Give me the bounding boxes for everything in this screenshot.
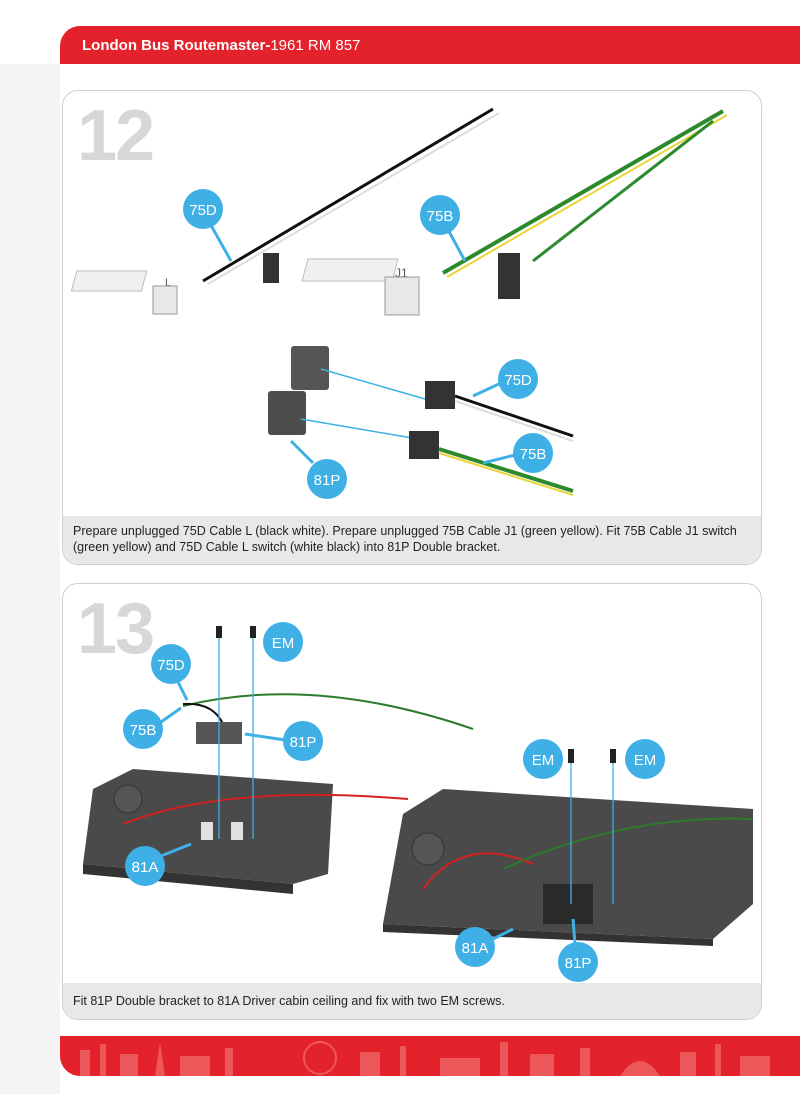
svg-text:75B: 75B xyxy=(520,446,547,463)
callout-81p-left: 81P xyxy=(245,721,323,761)
svg-text:75D: 75D xyxy=(189,202,217,219)
step-13-illustration: EM 75D 75B 81P 81A EM EM xyxy=(63,584,762,984)
callout-em-a: EM xyxy=(263,622,303,662)
svg-text:75D: 75D xyxy=(157,657,185,674)
svg-text:75B: 75B xyxy=(427,208,454,225)
page-margin xyxy=(0,64,60,1094)
callout-81p: 81P xyxy=(291,441,347,499)
svg-text:81A: 81A xyxy=(462,940,489,957)
callout-81a-right: 81A xyxy=(455,927,513,967)
london-skyline-icon xyxy=(60,1036,800,1076)
svg-text:EM: EM xyxy=(272,635,295,652)
callout-75d-mid: 75D xyxy=(473,359,538,399)
callout-75d: 75D xyxy=(151,644,191,700)
header-bar: London Bus Routemaster- 1961 RM 857 xyxy=(60,26,800,64)
svg-text:EM: EM xyxy=(634,752,657,769)
step-12-panel: 12 L J1 xyxy=(62,90,762,565)
cable-75b-illustration: J1 xyxy=(302,111,727,315)
step-13-panel: 13 xyxy=(62,583,762,1020)
header-title-regular: 1961 RM 857 xyxy=(270,37,360,54)
svg-text:81A: 81A xyxy=(132,859,159,876)
svg-text:81P: 81P xyxy=(565,955,592,972)
svg-text:75D: 75D xyxy=(504,372,532,389)
svg-text:81P: 81P xyxy=(290,734,317,751)
svg-text:EM: EM xyxy=(532,752,555,769)
callout-em-b: EM xyxy=(523,739,563,779)
callout-75b-top: 75B xyxy=(420,195,465,261)
callout-75d-top: 75D xyxy=(183,189,231,261)
cabin-ceiling-81a-right xyxy=(383,749,753,946)
header-title-bold: London Bus Routemaster- xyxy=(82,37,270,54)
callout-75b: 75B xyxy=(123,708,181,749)
step-12-caption: Prepare unplugged 75D Cable L (black whi… xyxy=(63,516,761,564)
svg-text:81P: 81P xyxy=(314,472,341,489)
svg-text:75B: 75B xyxy=(130,722,157,739)
footer-skyline xyxy=(60,1036,800,1076)
step-12-illustration: L J1 xyxy=(63,91,762,516)
step-13-caption: Fit 81P Double bracket to 81A Driver cab… xyxy=(63,983,761,1019)
callout-em-c: EM xyxy=(625,739,665,779)
